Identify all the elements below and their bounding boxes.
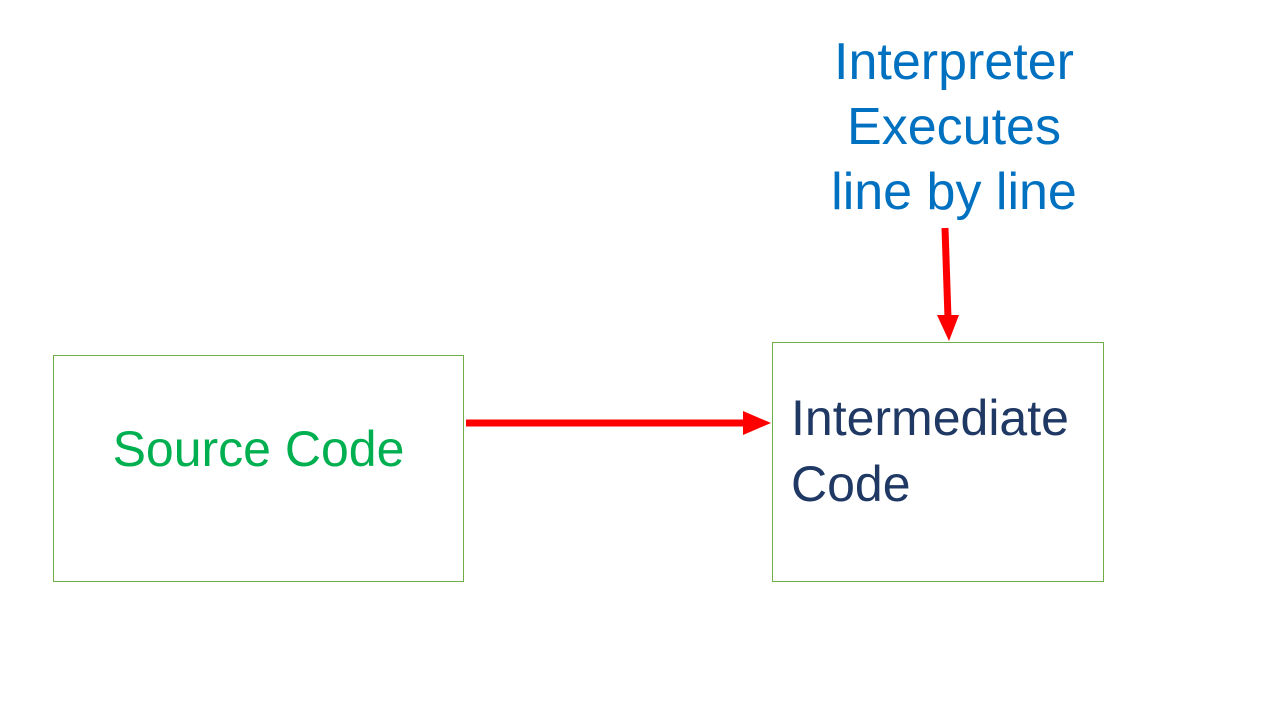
- interpreter-annotation: Interpreter Executes line by line: [831, 33, 1077, 221]
- arrow-interpreter-to-intermediate-icon: [937, 227, 959, 341]
- arrow-head: [743, 411, 771, 435]
- arrow-shaft: [941, 227, 952, 319]
- intermediate-code-box: Intermediate Code: [772, 342, 1104, 582]
- arrow-head: [937, 315, 959, 341]
- source-code-box: Source Code: [53, 355, 464, 582]
- intermediate-code-label: Intermediate Code: [791, 390, 1069, 512]
- source-code-label: Source Code: [112, 421, 405, 477]
- arrow-source-to-intermediate-icon: [466, 411, 771, 435]
